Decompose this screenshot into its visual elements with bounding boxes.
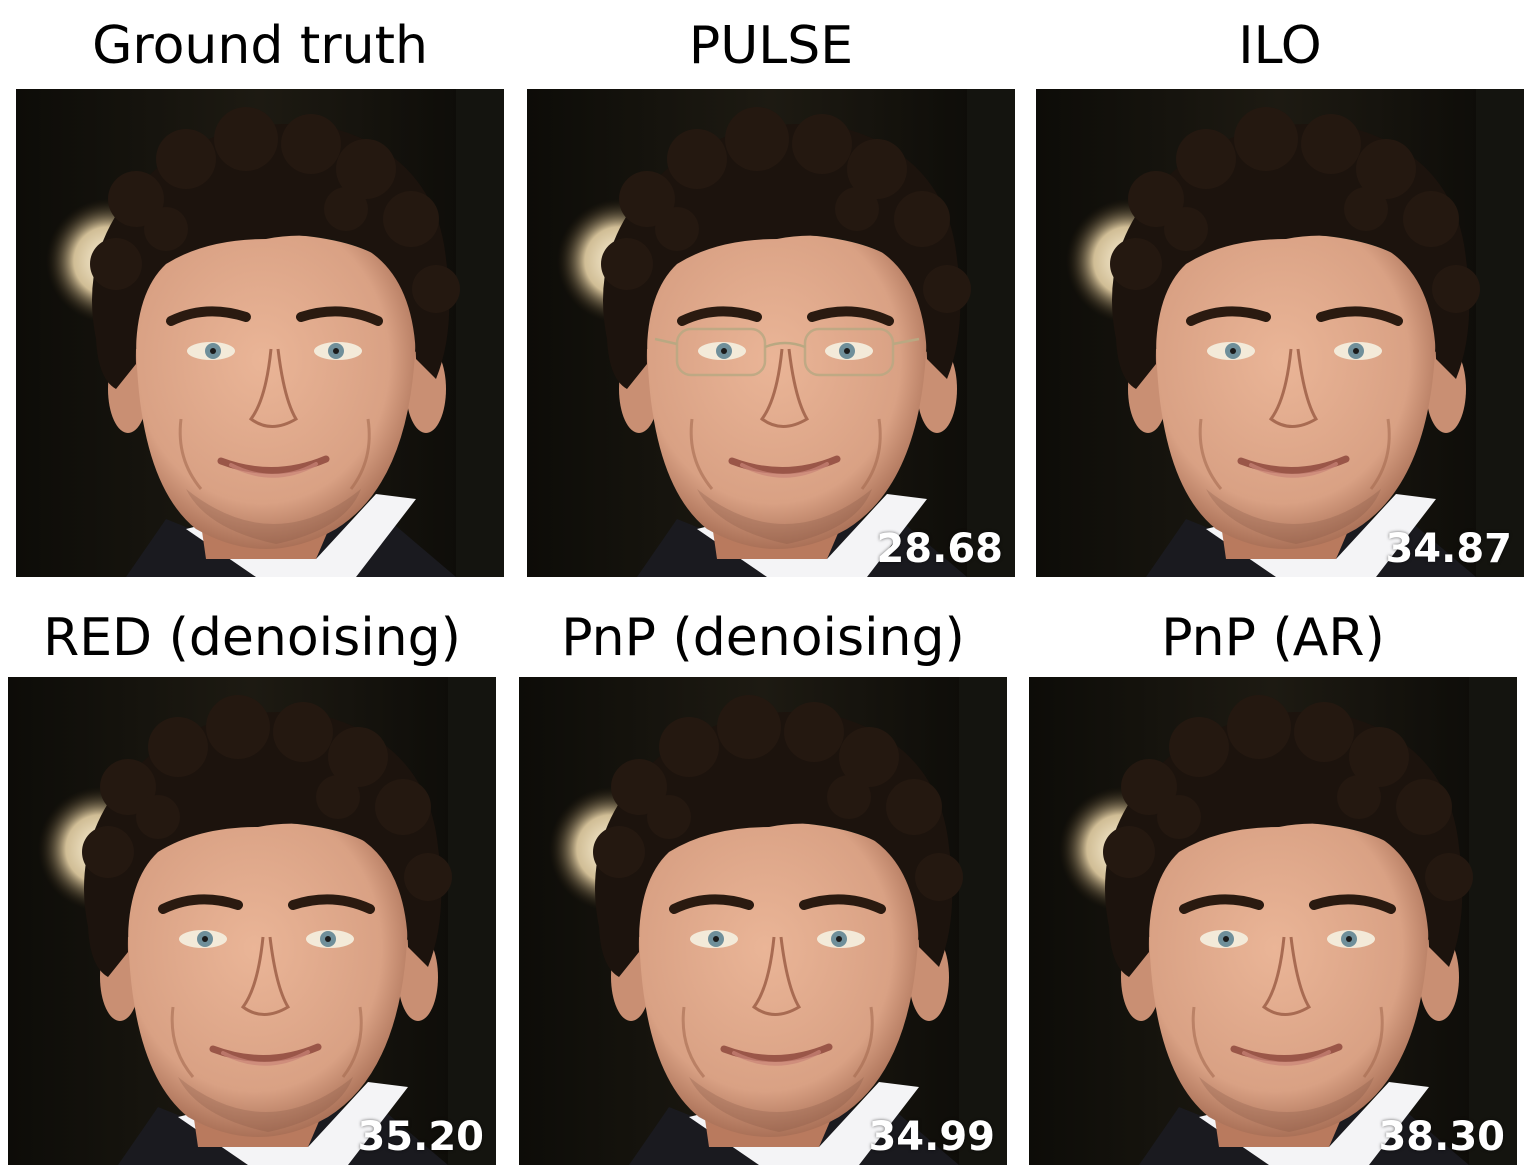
face-image <box>1029 677 1517 1165</box>
face-panel-pnp-denoising: 34.99 <box>519 677 1007 1165</box>
panel-title-red-denoising: RED (denoising) <box>43 608 461 668</box>
panel-title-pnp-ar: PnP (AR) <box>1161 608 1385 668</box>
face-panel-ilo: 34.87 <box>1036 89 1524 577</box>
face-panel-pnp-ar: 38.30 <box>1029 677 1517 1165</box>
face-panel-red-denoising: 35.20 <box>8 677 496 1165</box>
face-panel-pulse: 28.68 <box>527 89 1015 577</box>
score-label: 35.20 <box>357 1114 484 1160</box>
face-image <box>527 89 1015 577</box>
face-image <box>16 89 504 577</box>
score-label: 38.30 <box>1378 1114 1505 1160</box>
score-label: 34.99 <box>868 1114 995 1160</box>
face-image <box>519 677 1007 1165</box>
panel-title-pnp-denoising: PnP (denoising) <box>561 608 965 668</box>
panel-title-pulse: PULSE <box>688 16 854 76</box>
face-image <box>1036 89 1524 577</box>
face-image <box>8 677 496 1165</box>
score-label: 34.87 <box>1385 526 1512 572</box>
panel-title-ilo: ILO <box>1238 16 1322 76</box>
face-panel-ground-truth <box>16 89 504 577</box>
panel-title-ground-truth: Ground truth <box>92 16 428 76</box>
score-label: 28.68 <box>876 526 1003 572</box>
